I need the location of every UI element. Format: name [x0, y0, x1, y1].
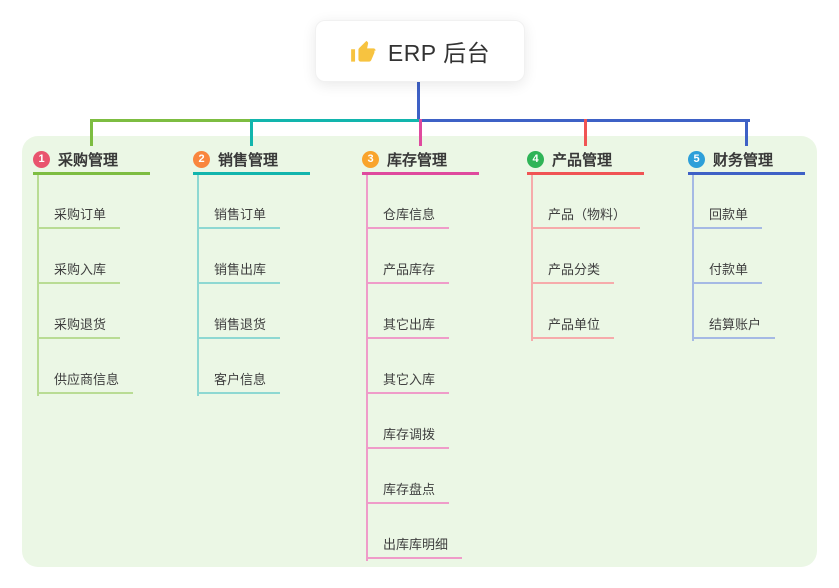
branch-label: 销售管理	[218, 151, 279, 169]
branch-node-5[interactable]: 5 财务管理	[688, 146, 805, 175]
connector-drop-采购管理	[90, 119, 93, 146]
child-node[interactable]: 付款单	[692, 256, 763, 284]
child-node[interactable]: 销售出库	[197, 256, 281, 284]
branch-number-badge: 3	[362, 150, 379, 168]
branch-label: 产品管理	[552, 151, 613, 169]
root-stem-line	[417, 82, 420, 122]
thumbs-up-icon	[350, 40, 376, 62]
child-node[interactable]: 客户信息	[197, 366, 281, 394]
branch-node-3[interactable]: 3 库存管理	[362, 146, 479, 175]
child-node[interactable]: 供应商信息	[37, 366, 134, 394]
branch-spine-1	[37, 175, 39, 396]
connector-bus-segment-1	[91, 119, 255, 122]
branch-spine-4	[531, 175, 533, 341]
child-node[interactable]: 采购入库	[37, 256, 121, 284]
connector-bus-segment-2	[251, 119, 424, 122]
child-node[interactable]: 采购退货	[37, 311, 121, 339]
branch-label: 库存管理	[387, 151, 448, 169]
branch-number-badge: 1	[33, 150, 50, 168]
child-node[interactable]: 库存盘点	[366, 476, 450, 504]
child-node[interactable]: 产品库存	[366, 256, 450, 284]
branch-number-badge: 4	[527, 150, 544, 168]
branch-node-2[interactable]: 2 销售管理	[193, 146, 310, 175]
child-node[interactable]: 结算账户	[692, 311, 776, 339]
branches-panel	[22, 136, 817, 567]
branch-node-4[interactable]: 4 产品管理	[527, 146, 644, 175]
child-node[interactable]: 出库库明细	[366, 531, 463, 559]
child-node[interactable]: 销售订单	[197, 201, 281, 229]
child-node[interactable]: 产品分类	[531, 256, 615, 284]
root-title: ERP 后台	[387, 40, 491, 66]
connector-drop-库存管理	[419, 119, 422, 146]
child-node[interactable]: 销售退货	[197, 311, 281, 339]
root-node[interactable]: ERP 后台	[315, 20, 525, 82]
child-node[interactable]: 产品（物料）	[531, 201, 641, 229]
branch-spine-2	[197, 175, 199, 396]
branch-label: 采购管理	[58, 151, 119, 169]
child-node[interactable]: 回款单	[692, 201, 763, 229]
child-node[interactable]: 其它出库	[366, 311, 450, 339]
branch-label: 财务管理	[713, 151, 774, 169]
child-node[interactable]: 采购订单	[37, 201, 121, 229]
connector-drop-财务管理	[745, 119, 748, 146]
child-node[interactable]: 仓库信息	[366, 201, 450, 229]
child-node[interactable]: 其它入库	[366, 366, 450, 394]
branch-number-badge: 2	[193, 150, 210, 168]
branch-number-badge: 5	[688, 150, 705, 168]
branch-spine-5	[692, 175, 694, 341]
child-node[interactable]: 产品单位	[531, 311, 615, 339]
child-node[interactable]: 库存调拨	[366, 421, 450, 449]
branch-node-1[interactable]: 1 采购管理	[33, 146, 150, 175]
connector-drop-销售管理	[250, 119, 253, 146]
branch-spine-3	[366, 175, 368, 561]
connector-drop-产品管理	[584, 119, 587, 146]
